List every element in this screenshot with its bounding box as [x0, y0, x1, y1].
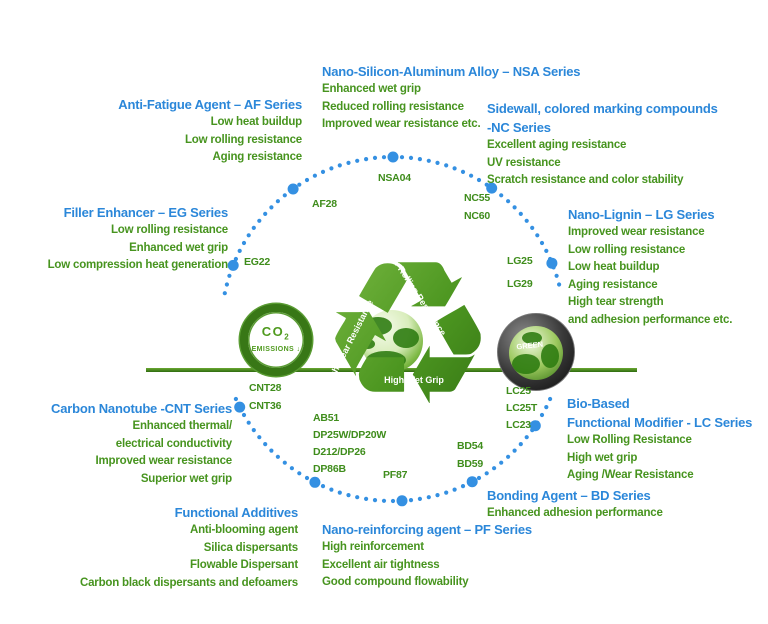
- benefit-line: High tear strength: [568, 296, 664, 308]
- code-label: NC60: [464, 210, 491, 222]
- series-anchor-dot: [309, 476, 321, 488]
- series-anchor-dot: [396, 495, 408, 507]
- benefit-line: Silica dispersants: [203, 541, 298, 554]
- series-anchor-dot: [287, 183, 299, 195]
- benefit-line: Reduced rolling resistance: [322, 100, 464, 113]
- series-anchor-dot: [466, 476, 478, 488]
- code-label: BD54: [457, 440, 484, 452]
- code-label: NC55: [464, 192, 491, 204]
- recycle-symbol-icon: ♻: [318, 248, 497, 416]
- green-label: GREEN: [516, 340, 543, 352]
- emissions-label: EMISSIONS ↓: [251, 345, 301, 353]
- group-heading: Nano-reinforcing agent – PF Series: [322, 522, 532, 537]
- code-label: D212/DP26: [313, 446, 366, 458]
- series-anchor-dot: [486, 182, 498, 194]
- benefit-line: Aging resistance: [568, 278, 658, 291]
- benefit-line: Improved wear resistance: [568, 226, 705, 238]
- code-label: LG25: [507, 255, 533, 267]
- code-label: DP86B: [313, 463, 346, 475]
- benefit-line: Improved wear resistance etc.: [322, 118, 481, 130]
- code-label: BD59: [457, 458, 484, 470]
- benefit-line: Excellent aging resistance: [487, 139, 627, 151]
- benefit-line: Enhanced adhesion performance: [487, 507, 663, 519]
- group-nsa: Nano-Silicon-Aluminum Alloy – NSA Series…: [322, 62, 581, 134]
- group-heading: Bonding Agent – BD Series: [487, 488, 651, 503]
- group-heading: Sidewall, colored marking compounds: [487, 101, 718, 116]
- benefit-line: Aging resistance: [212, 151, 303, 163]
- earth-globe: [361, 310, 423, 372]
- group-heading: -NC Series: [487, 120, 551, 135]
- code-label: AF28: [312, 198, 337, 210]
- benefit-line: Low compression heat generation: [47, 259, 229, 271]
- group-nc: Sidewall, colored marking compounds -NC S…: [487, 99, 718, 190]
- benefit-line: Low rolling resistance: [110, 224, 228, 236]
- benefit-line: Flowable Dispersant: [189, 559, 298, 571]
- benefit-line: Aging /Wear Resistance: [567, 469, 694, 481]
- code-label: LG29: [507, 278, 533, 290]
- group-heading: Functional Modifier - LC Series: [567, 415, 753, 430]
- benefit-line: Improved wear resistance: [95, 455, 233, 467]
- co2-subscript: 2: [284, 332, 291, 342]
- recycle-earth-graphic: ♻ High Wear Resistance Low Rolling Resis…: [318, 248, 497, 416]
- benefit-line: and adhesion performance etc.: [568, 313, 733, 326]
- benefit-line: Low heat buildup: [210, 116, 303, 128]
- code-label: DP25W/DP20W: [313, 429, 387, 441]
- code-label: CNT28: [249, 382, 282, 394]
- series-anchor-dot: [529, 420, 541, 432]
- benefit-line: High reinforcement: [322, 541, 424, 553]
- benefit-line: Enhanced wet grip: [129, 241, 228, 254]
- co2-label: CO2: [261, 324, 291, 342]
- code-label: LC23: [506, 419, 531, 431]
- benefit-line: Low heat buildup: [568, 261, 660, 273]
- group-heading: Nano-Silicon-Aluminum Alloy – NSA Series: [322, 64, 581, 79]
- benefit-line: Superior wet grip: [140, 472, 232, 485]
- down-arrow-icon: ↓: [296, 345, 301, 353]
- series-anchor-dot: [227, 259, 239, 271]
- group-heading: Carbon Nanotube -CNT Series: [51, 401, 232, 416]
- benefit-line: High wet grip: [567, 451, 638, 464]
- code-label: CNT36: [249, 400, 282, 412]
- series-anchor-dot: [387, 151, 399, 163]
- group-heading: Filler Enhancer – EG Series: [63, 205, 229, 220]
- benefit-line: electrical conductivity: [115, 437, 232, 450]
- code-label: AB51: [313, 412, 340, 424]
- benefit-line: Excellent air tightness: [322, 558, 440, 571]
- benefit-line: UV resistance: [487, 156, 561, 169]
- code-label: LC25: [506, 385, 531, 397]
- series-anchor-dot: [546, 257, 558, 269]
- benefit-line: Enhanced wet grip: [322, 83, 421, 95]
- code-label: LC25T: [506, 402, 538, 414]
- green-tire-badge: GREEN: [497, 313, 575, 391]
- code-label: PF87: [383, 469, 408, 481]
- benefit-line: Good compound flowability: [322, 576, 469, 588]
- benefit-line: Scratch resistance and color stability: [487, 174, 684, 186]
- series-anchor-dot: [234, 401, 246, 413]
- benefit-line: Anti-blooming agent: [190, 524, 298, 536]
- group-heading: Anti-Fatigue Agent – AF Series: [118, 97, 302, 112]
- benefit-line: Low Rolling Resistance: [567, 434, 692, 446]
- group-heading: Functional Additives: [174, 505, 299, 520]
- benefit-line: Low rolling resistance: [568, 243, 686, 256]
- arrow-label-grip: High Wet Grip: [384, 375, 444, 385]
- code-label: NSA04: [378, 172, 411, 184]
- co2-emissions-badge: CO2 EMISSIONS ↓: [240, 304, 312, 376]
- code-label: EG22: [244, 256, 271, 268]
- benefit-line: Enhanced thermal/: [132, 420, 233, 432]
- group-heading: Nano-Lignin – LG Series: [568, 207, 715, 222]
- group-heading: Bio-Based: [567, 396, 630, 411]
- benefit-line: Low rolling resistance: [184, 133, 302, 146]
- benefit-line: Carbon black dispersants and defoamers: [80, 576, 298, 589]
